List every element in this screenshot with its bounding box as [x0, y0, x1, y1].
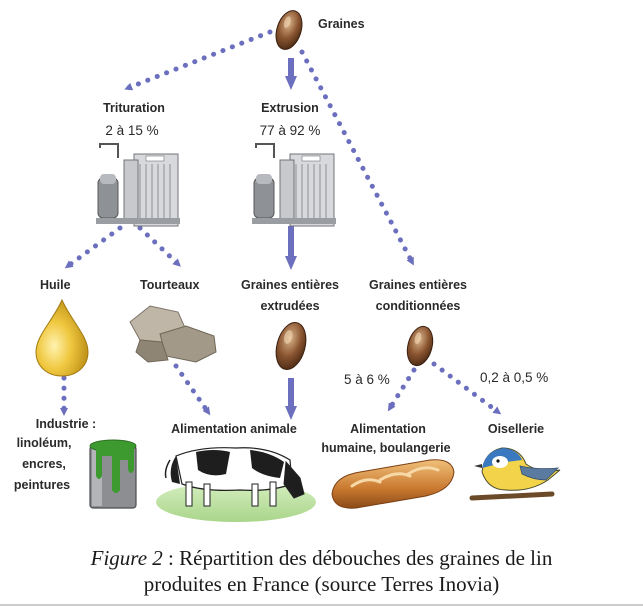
label-industrie-l3: encres, [22, 457, 66, 471]
caption-line2: produites en France (source Terres Inovi… [143, 572, 500, 596]
figure-caption: Figure 2 : Répartition des débouches des… [0, 546, 643, 571]
label-industrie-l2: linoléum, [17, 436, 72, 450]
seed-icon [275, 10, 303, 50]
oil-drop-icon [35, 298, 89, 377]
label-conditionnees-l2: conditionnées [376, 299, 461, 313]
label-oisellerie: Oisellerie [488, 422, 544, 436]
seed-icon [406, 325, 434, 367]
figure-label: Figure 2 [90, 546, 163, 570]
label-extrusion: Extrusion [261, 101, 319, 115]
arrow-conditionnees-oisellerie [431, 361, 502, 415]
label-alim-humaine-pct: 5 à 6 % [344, 372, 390, 387]
factory-icon [96, 143, 180, 227]
arrow-trituration-tourteaux [137, 225, 181, 267]
label-trituration: Trituration [103, 101, 165, 115]
paint-can-icon [89, 439, 137, 509]
arrow-trituration-huile [64, 225, 123, 269]
label-tourteaux: Tourteaux [140, 278, 200, 292]
arrow-graines-trituration [124, 29, 273, 91]
seed-icon [275, 322, 307, 370]
arrow-conditionnees-humaine [387, 367, 417, 412]
label-industrie-l4: peintures [14, 478, 70, 492]
caption-line1: : Répartition des débouches des graines … [162, 546, 553, 570]
cow-icon [164, 447, 305, 507]
arrow-tourteaux-animale [173, 363, 211, 416]
label-extrusion-pct: 77 à 92 % [260, 123, 321, 138]
label-alim-animale: Alimentation animale [171, 422, 297, 436]
label-conditionnees-l1: Graines entières [369, 278, 467, 292]
flow-arrows [60, 29, 502, 420]
factory-icon [252, 143, 336, 227]
label-extrudees-l1: Graines entières [241, 278, 339, 292]
label-alim-humaine-l1: Alimentation [350, 422, 426, 436]
oilcake-icon [129, 305, 217, 363]
label-alim-humaine-l2: humaine, boulangerie [321, 441, 450, 455]
figure-caption-line2: produites en France (source Terres Inovi… [0, 572, 643, 597]
label-extrudees-l2: extrudées [260, 299, 319, 313]
bird-icon [469, 447, 561, 501]
label-trituration-pct: 2 à 15 % [105, 123, 158, 138]
arrow-graines-conditionnees [299, 49, 415, 266]
bread-icon [331, 459, 455, 509]
label-huile: Huile [40, 278, 71, 292]
label-oisellerie-pct: 0,2 à 0,5 % [480, 370, 548, 385]
label-industrie-l1: Industrie : [36, 417, 96, 431]
label-graines: Graines [318, 17, 365, 31]
